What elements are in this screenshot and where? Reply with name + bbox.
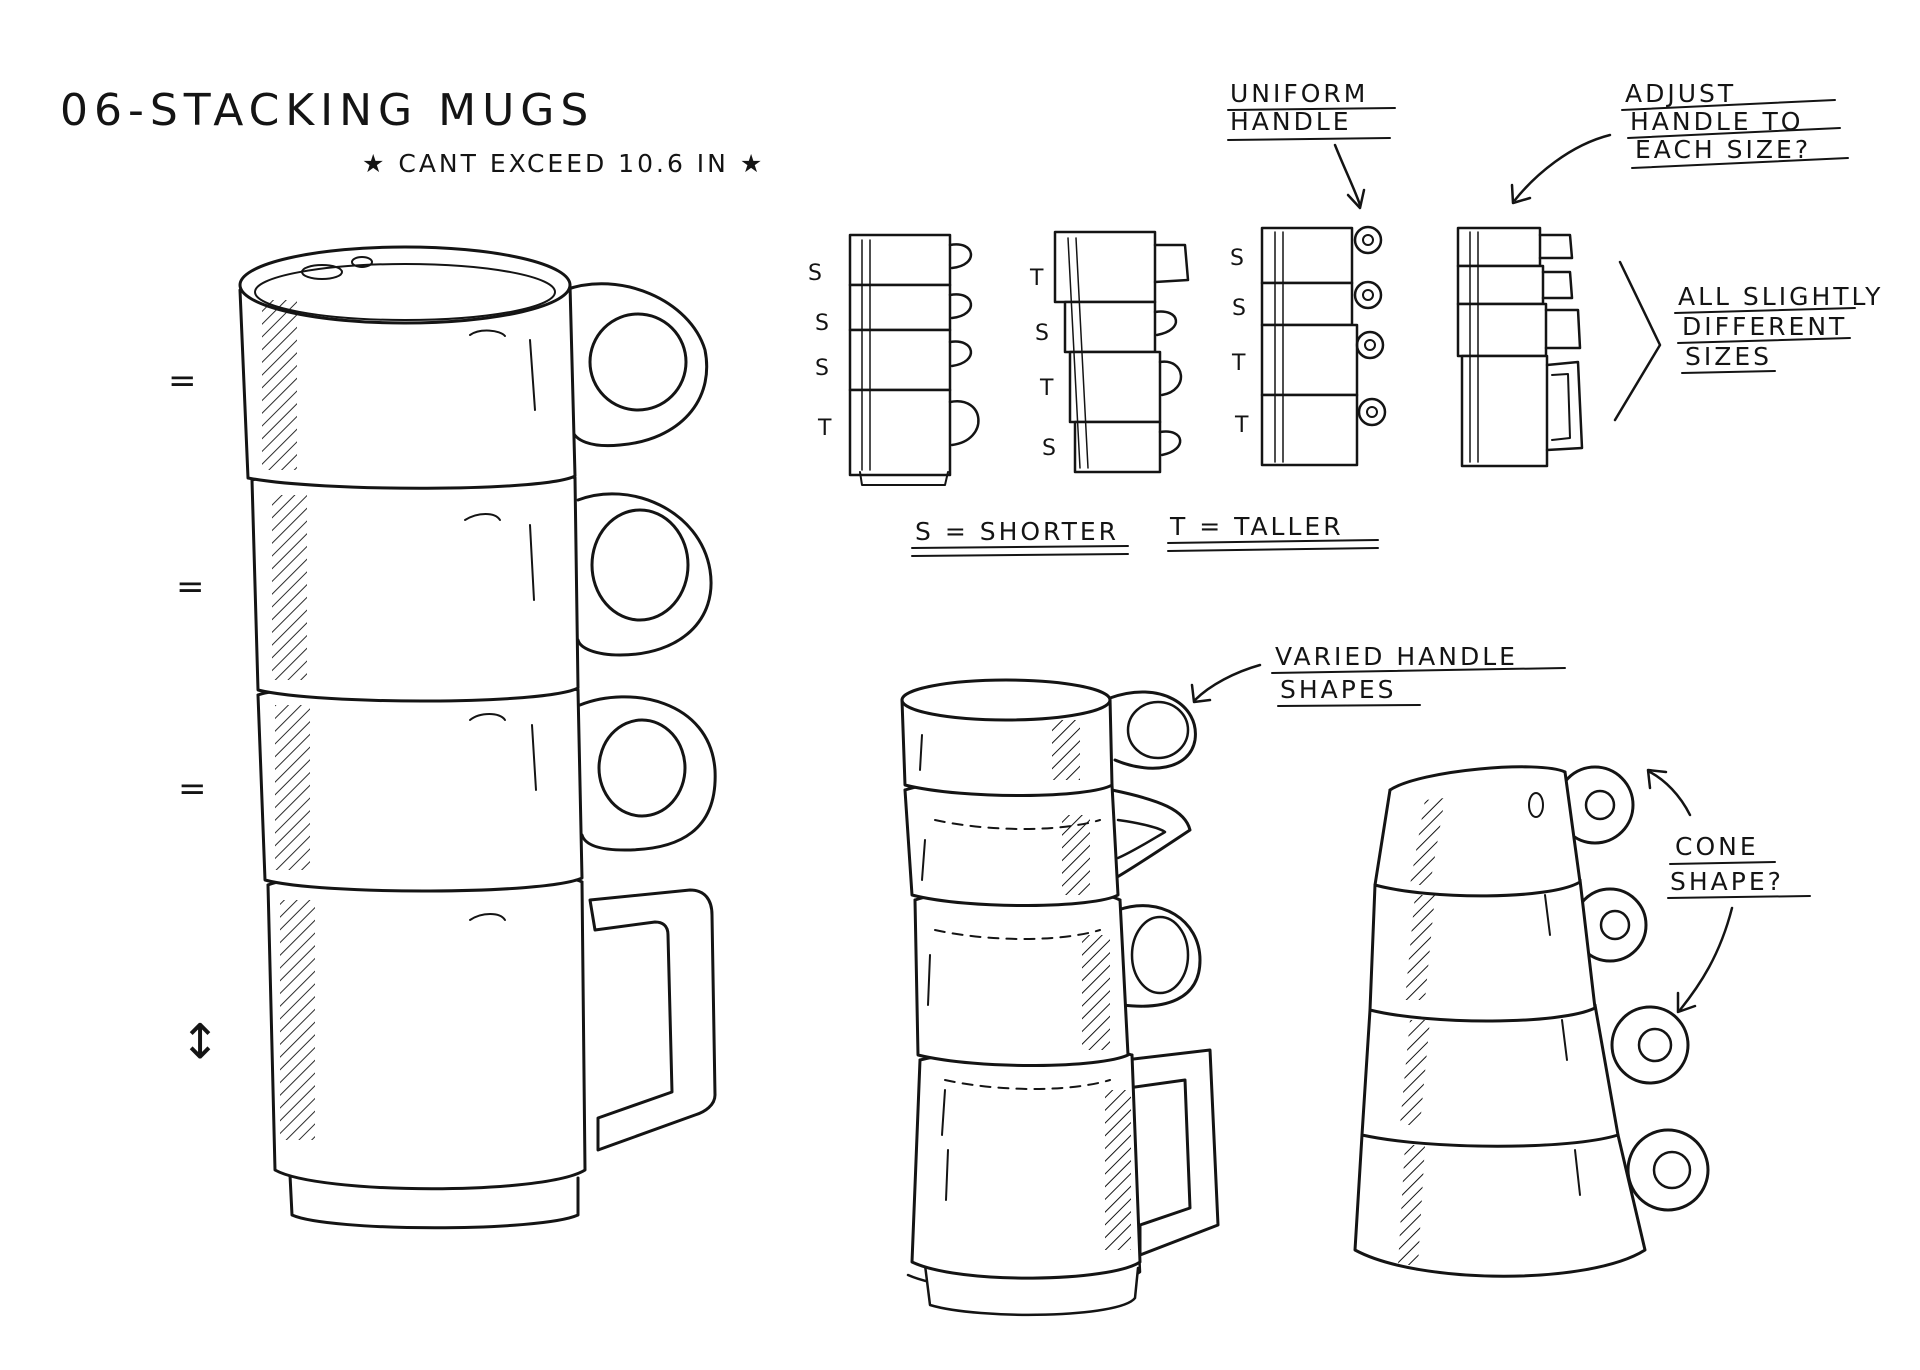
main-handle-4 <box>588 888 717 1152</box>
variant-2-label-3: T <box>1039 376 1056 401</box>
note-adjust-handle-3: EACH SIZE? <box>1635 135 1811 164</box>
variant-1-label-3: S <box>815 356 832 381</box>
mark-equal-3: = <box>178 769 210 809</box>
legend-taller: T = TALLER <box>1169 512 1344 541</box>
arrow-icon <box>1193 663 1262 702</box>
note-varied-handle-1: VARIED HANDLE <box>1275 642 1518 671</box>
mark-equal-1: = <box>168 361 200 401</box>
main-handle-1 <box>563 282 709 448</box>
main-mug-stack <box>238 245 717 1230</box>
note-uniform-handle-1: UNIFORM <box>1230 79 1368 108</box>
variant-2-label-4: S <box>1042 436 1059 461</box>
arrow-icon <box>1648 770 1692 817</box>
stack-variant-4 <box>1456 226 1584 468</box>
note-cone-1: CONE <box>1675 832 1759 861</box>
arrow-icon <box>1333 143 1362 207</box>
legend-shorter: S = SHORTER <box>915 517 1119 546</box>
variant-3-label-4: T <box>1234 413 1251 438</box>
stack-variant-2: T S T S <box>1029 230 1190 474</box>
variant-3-label-1: S <box>1230 246 1247 271</box>
main-handle-2 <box>576 492 713 657</box>
variant-1-label-4: T <box>817 416 834 441</box>
brace-icon <box>1613 260 1662 422</box>
mark-height-arrow: ↕ <box>180 1014 223 1070</box>
mark-equal-2: = <box>176 567 208 607</box>
variant-2-label-1: T <box>1029 266 1046 291</box>
arrow-icon <box>1513 133 1612 202</box>
stack-variant-1: S S S T <box>808 233 980 486</box>
note-slightly-different-1: ALL SLIGHTLY <box>1678 282 1883 311</box>
variant-1-label-1: S <box>808 261 825 286</box>
stack-variant-3: S S T T <box>1230 225 1387 467</box>
note-slightly-different-2: DIFFERENT <box>1682 312 1847 341</box>
note-varied-handle-2: SHAPES <box>1280 675 1397 704</box>
main-handle-3 <box>578 695 717 852</box>
variant-1-label-2: S <box>815 311 832 336</box>
variant-3-label-3: T <box>1231 351 1248 376</box>
sketch-title: 06-STACKING MUGS <box>60 85 594 136</box>
height-constraint-note: ★ CANT EXCEED 10.6 IN ★ <box>362 149 765 178</box>
note-cone-2: SHAPE? <box>1670 867 1784 896</box>
note-adjust-handle-1: ADJUST <box>1625 79 1736 108</box>
variant-2-label-2: S <box>1035 321 1052 346</box>
note-slightly-different-3: SIZES <box>1685 342 1772 371</box>
note-uniform-handle-2: HANDLE <box>1230 107 1352 136</box>
varied-handle-stack <box>900 678 1220 1317</box>
variant-3-label-2: S <box>1232 296 1249 321</box>
cone-shaped-stack <box>1353 765 1710 1278</box>
arrow-icon <box>1678 906 1734 1012</box>
